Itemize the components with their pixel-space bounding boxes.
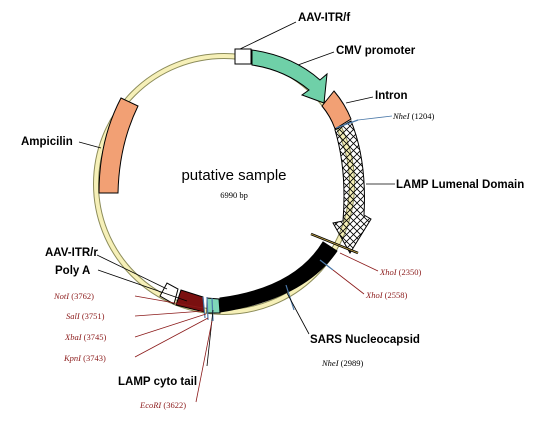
site-label-sal1-3751: SalI (3751) (66, 311, 105, 321)
label-lamp-cyto-tail: LAMP cyto tail (118, 376, 197, 388)
site-label-xho1-2558: XhoI (2558) (365, 290, 407, 300)
aav-itr-f-block (234, 48, 252, 65)
label-poly-a: Poly A (55, 265, 90, 277)
site-label-nhe1-2989: NheI (2989) (321, 358, 363, 368)
site-label-xho1-2350: XhoI (2350) (379, 267, 421, 277)
label-lamp-lumenal-domain: LAMP Lumenal Domain (396, 179, 524, 191)
ecor1-leader (195, 320, 213, 403)
site-label-not1-3762: NotI (3762) (53, 291, 94, 301)
xho1-2558-tick (319, 259, 334, 271)
poly-a-leader (97, 269, 188, 302)
label-aav-itr-r: AAV-ITR/r (45, 247, 98, 259)
site-label-xba1-3745: XbaI (3745) (64, 332, 106, 342)
xho1-2350-leader (339, 252, 379, 272)
sars-leader (286, 292, 310, 335)
cyto-tick-3 (211, 297, 214, 322)
nhe1-2989-tick (285, 284, 295, 311)
label-intron: Intron (375, 90, 408, 102)
ampicilin-leader (78, 141, 102, 149)
intron-block (321, 90, 352, 130)
lamp-cyto-leader (206, 309, 214, 367)
ampicilin-block (98, 97, 139, 194)
aav-itr-r-block (159, 282, 179, 305)
aav-itr-f-leader (239, 21, 297, 50)
site-label-kpn1-3743: KpnI (3743) (63, 353, 106, 363)
label-aav-itr-f: AAV-ITR/f (298, 12, 350, 24)
cmv-promoter-leader (297, 51, 335, 66)
plasmid-size: 6990 bp (220, 190, 248, 200)
cyto-tick-2 (206, 296, 209, 321)
sars-nucleocapsid-arc (219, 241, 338, 313)
site-label-ecor1-3622: EcoRI (3622) (139, 400, 186, 410)
site-label-nhe1-1204: NheI (1204) (392, 111, 434, 121)
lamp-lumenal-arrow (332, 120, 372, 254)
label-sars-nucleocapsid: SARS Nucleocapsid (310, 334, 420, 346)
label-ampicilin: Ampicilin (21, 136, 73, 148)
xho1-2350-tick-overlay (310, 233, 359, 254)
nhe1-1204-leader (357, 115, 393, 121)
kpn1-leader (134, 317, 209, 358)
not1-leader (134, 295, 204, 309)
intron-leader (345, 96, 374, 104)
sal1-leader (134, 310, 205, 317)
aav-itr-r-leader (96, 254, 168, 290)
nhe1-1204-tick (335, 119, 359, 129)
xho1-2558-leader (332, 269, 365, 295)
xba1-leader (134, 313, 207, 338)
label-cmv-promoter: CMV promoter (336, 45, 416, 57)
lamp-cyto-tail-block (206, 297, 221, 314)
poly-a-block (175, 289, 205, 313)
plasmid-name: putative sample (181, 167, 286, 184)
cmv-promoter-arrow (251, 49, 328, 104)
